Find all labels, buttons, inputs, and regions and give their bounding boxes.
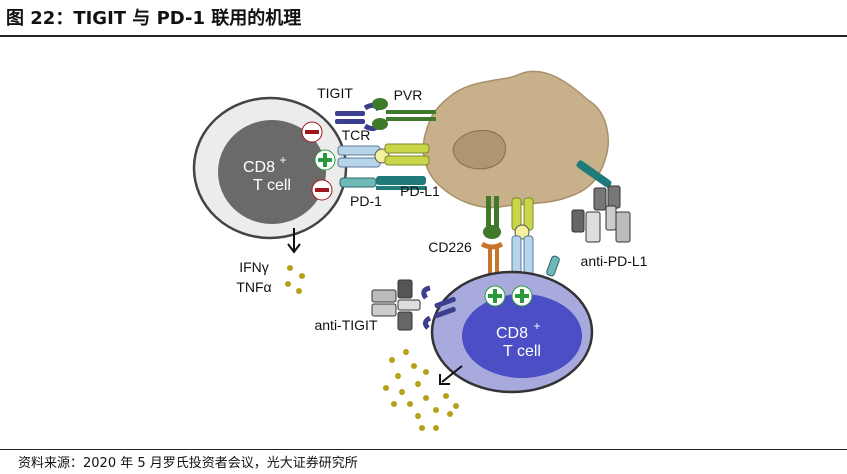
pdl1-right: [576, 160, 612, 188]
figure-title: 图 22：TIGIT 与 PD-1 联用的机理: [6, 8, 302, 29]
cytokines-large: [383, 349, 459, 431]
plus-bar-v2: [493, 289, 497, 303]
pd1-lower: [546, 255, 560, 277]
label-pvr: PVR: [394, 87, 423, 103]
arrow-down-head: [287, 243, 301, 254]
title-rule: [0, 35, 847, 37]
label-anti-pdl1: anti-PD-L1: [581, 253, 648, 269]
label-pdl1: PD-L1: [400, 183, 440, 199]
t-cell-1-label-sup: +: [279, 153, 286, 167]
label-tnf: TNFα: [236, 279, 271, 295]
figure-source: 资料来源：2020 年 5 月罗氏投资者会议，光大证券研究所: [18, 456, 358, 471]
label-tigit: TIGIT: [317, 85, 353, 101]
plus-bar-v3: [520, 289, 524, 303]
t-cell-2-label-line2: T cell: [503, 343, 541, 360]
tumor-nucleus: [452, 130, 507, 170]
arrow-cell2-head: [439, 374, 450, 385]
source-rule: [0, 449, 847, 450]
label-tcr: TCR: [342, 127, 371, 143]
label-anti-tigit: anti-TIGIT: [314, 317, 377, 333]
t-cell-1-inner: [218, 120, 326, 224]
t-cell-2-inner: [462, 294, 582, 378]
cytokines-small: [285, 265, 305, 294]
minus-bar-1: [305, 130, 319, 134]
label-cd226: CD226: [428, 239, 472, 255]
label-pd1: PD-1: [350, 193, 382, 209]
plus-bar-v: [323, 153, 327, 167]
t-cell-2-label-sup: +: [533, 319, 540, 333]
t-cell-2-label-line1: CD8: [496, 325, 528, 342]
t-cell-1-label-line2: T cell: [253, 177, 291, 194]
pvr-ligand: [372, 98, 436, 130]
tumor-cell: [422, 70, 609, 209]
pd1-pdl1-complex: [339, 176, 426, 190]
t-cell-1-label-line1: CD8: [243, 159, 275, 176]
tcr-mhc-lower: [511, 197, 534, 275]
cd226-receptor: [480, 241, 504, 274]
pvr-lower: [483, 196, 501, 239]
anti-pdl1-antibody: [571, 185, 631, 243]
label-ifn: IFNγ: [239, 259, 269, 275]
anti-tigit-antibody: [371, 279, 421, 331]
minus-bar-2: [315, 188, 329, 192]
tigit-lower: [421, 285, 456, 330]
arrow-cell2: [441, 365, 463, 383]
tcr-mhc-complex: [337, 143, 430, 168]
